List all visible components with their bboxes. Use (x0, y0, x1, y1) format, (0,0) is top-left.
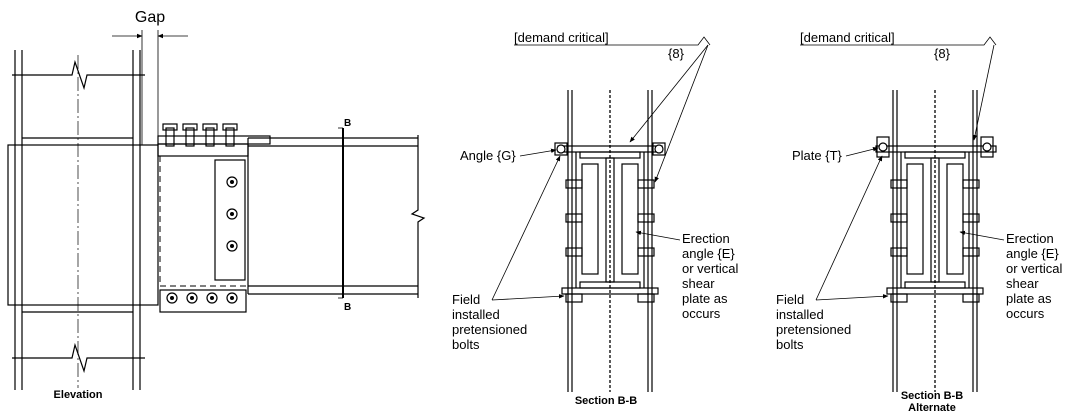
bb-bolts-label: Field installed pretensioned bolts (452, 292, 527, 352)
svg-text:bolts: bolts (452, 337, 480, 352)
section-bb-bolts (554, 142, 666, 303)
svg-text:plate as: plate as (682, 291, 728, 306)
svg-text:pretensioned: pretensioned (452, 322, 527, 337)
gap-dimension: Gap (112, 9, 188, 290)
bottom-angle (159, 289, 247, 313)
shear-plate-elevation (159, 155, 249, 287)
alt-erection-label: Erection angle {E} or vertical shear pla… (1006, 231, 1062, 321)
bb-weld-size: {8} (668, 46, 685, 61)
top-bolt-group (162, 123, 238, 147)
alt-plate-label: Plate {T} (792, 148, 843, 163)
section-bb-alt-view: [demand critical] {8} Plate {T} Erection… (776, 30, 1062, 413)
svg-text:installed: installed (776, 307, 824, 322)
beam-elevation (247, 135, 426, 298)
alt-weld-size: {8} (934, 46, 951, 61)
svg-text:bolts: bolts (776, 337, 804, 352)
svg-text:angle {E}: angle {E} (682, 246, 735, 261)
svg-text:angle {E}: angle {E} (1006, 246, 1059, 261)
gap-label: Gap (135, 9, 165, 26)
svg-text:Erection: Erection (1006, 231, 1054, 246)
svg-text:or vertical: or vertical (1006, 261, 1062, 276)
section-bb-alt-bolts (876, 136, 994, 303)
svg-text:or vertical: or vertical (682, 261, 738, 276)
elevation-view: Gap (7, 9, 426, 401)
elevation-caption: Elevation (54, 389, 103, 401)
svg-text:shear: shear (682, 276, 715, 291)
alt-bolts-label: Field installed pretensioned bolts (776, 292, 851, 352)
section-bb-caption: Section B-B (575, 395, 637, 407)
column-elevation (12, 50, 145, 390)
svg-text:Field: Field (452, 292, 480, 307)
svg-text:Field: Field (776, 292, 804, 307)
column-panel (7, 137, 159, 313)
section-cut-line: B B (338, 118, 351, 313)
svg-text:Erection: Erection (682, 231, 730, 246)
svg-text:pretensioned: pretensioned (776, 322, 851, 337)
bb-angle-label: Angle {G} (460, 148, 516, 163)
svg-text:occurs: occurs (1006, 306, 1045, 321)
svg-text:occurs: occurs (682, 306, 721, 321)
section-mark-bottom: B (344, 302, 351, 313)
top-angle (157, 123, 271, 157)
svg-text:plate as: plate as (1006, 291, 1052, 306)
section-bb-view: [demand critical] {8} Angle {G} Erection… (452, 30, 738, 407)
bb-erection-label: Erection angle {E} or vertical shear pla… (682, 231, 738, 321)
alt-caption-line2: Alternate (908, 402, 956, 413)
alt-caption-line1: Section B-B (901, 390, 963, 402)
alt-weld-note: [demand critical] (800, 30, 895, 45)
svg-text:installed: installed (452, 307, 500, 322)
svg-text:shear: shear (1006, 276, 1039, 291)
section-mark-top: B (344, 118, 351, 129)
bb-weld-note: [demand critical] (514, 30, 609, 45)
